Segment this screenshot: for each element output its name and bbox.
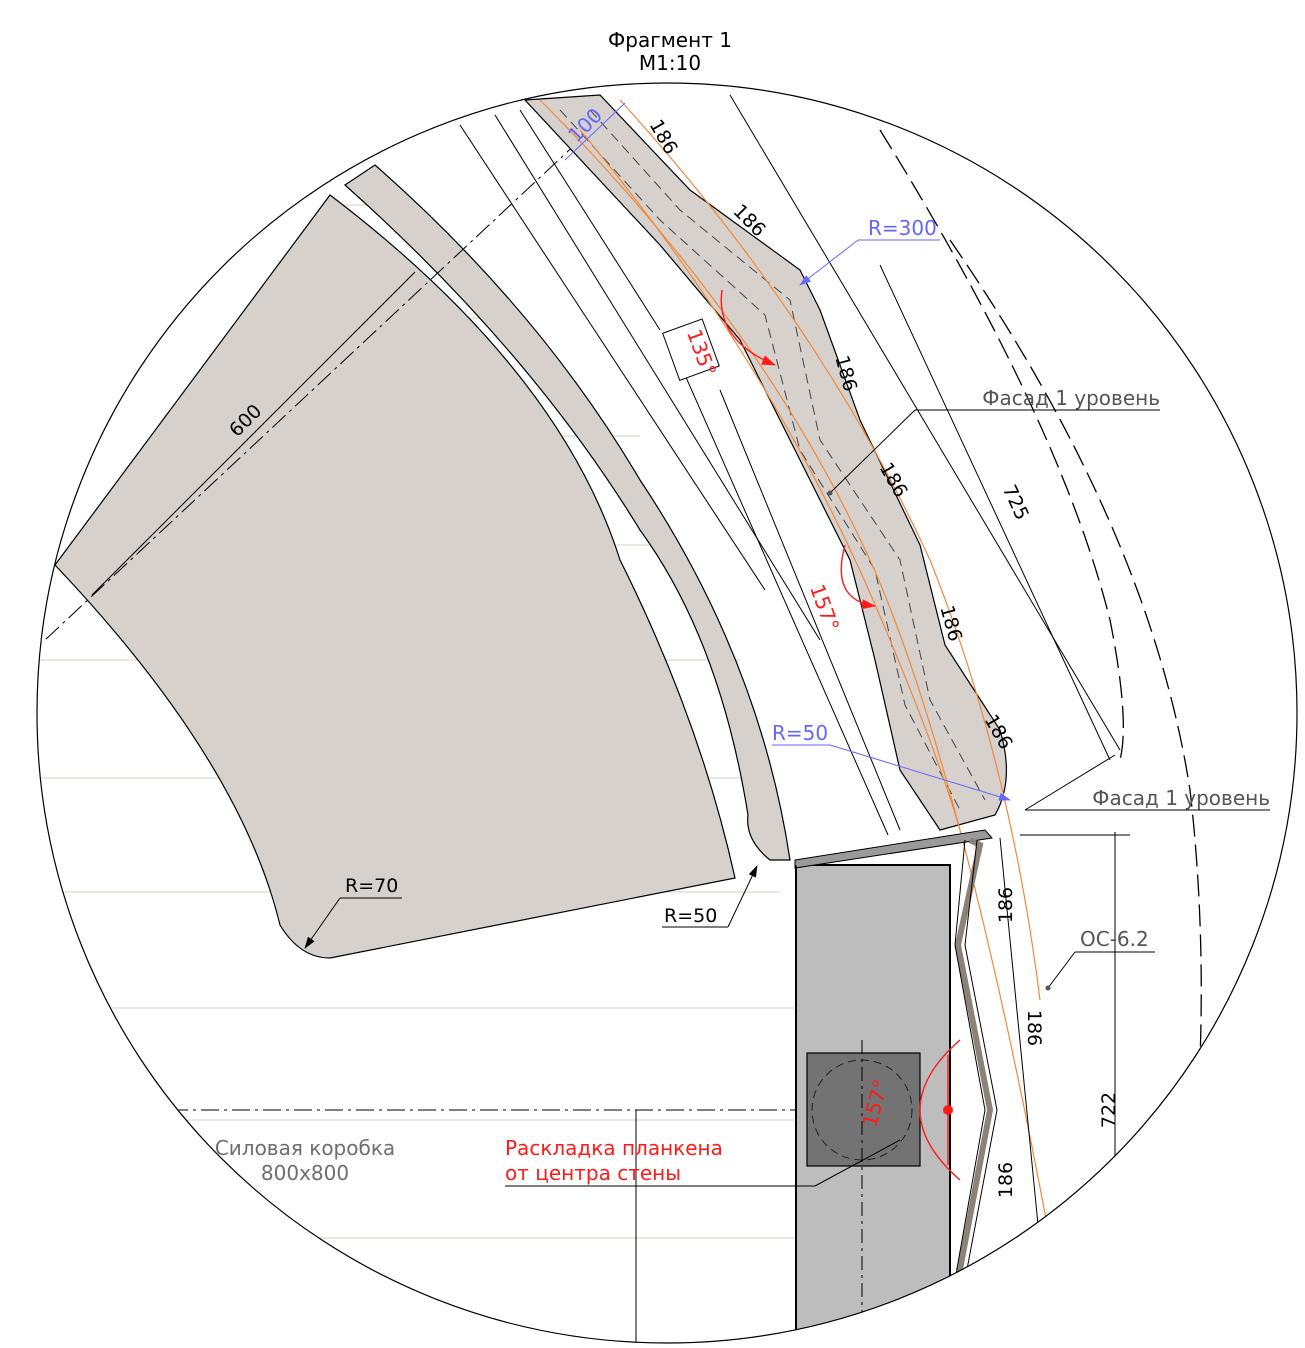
detail-view — [37, 94, 1202, 1343]
radius-50-black-label: R=50 — [664, 905, 717, 927]
angle-157-top-arc — [840, 544, 876, 610]
dim-186-h: 186 — [1023, 1010, 1045, 1046]
power-box-label-line1: Силовая коробка — [215, 1136, 395, 1160]
outer-dashed-line — [879, 129, 1124, 761]
radius-300-label: R=300 — [868, 216, 937, 240]
dim-600-line — [91, 271, 416, 596]
layout-note-line1: Раскладка планкена — [505, 1136, 723, 1160]
axis-line — [44, 139, 581, 641]
wall-segment — [54, 194, 736, 959]
oc-label: ОС-6.2 — [1080, 927, 1149, 951]
facade-planken-strip — [523, 94, 1007, 831]
facade-label-1: Фасад 1 уровень — [982, 386, 1160, 410]
curved-beam — [344, 164, 791, 861]
fragment-scale: М1:10 — [639, 51, 701, 75]
detail-circle — [36, 82, 1298, 1344]
dim-722: 722 — [1098, 1092, 1120, 1128]
dim-186-i: 186 — [995, 1162, 1017, 1198]
layout-note-line2: от центра стены — [505, 1161, 681, 1185]
dim-186-g: 186 — [995, 887, 1017, 923]
angle-135-arc — [720, 289, 776, 366]
orange-guide-2 — [619, 99, 1041, 1001]
orange-guide-1 — [539, 99, 1051, 1241]
fragment-title: Фрагмент 1 — [608, 28, 732, 52]
power-box — [806, 1052, 921, 1167]
outer-dashed-line-2 — [949, 239, 1202, 1061]
facade-label-2: Фасад 1 уровень — [1092, 786, 1270, 810]
angle-157-bottom-arc — [919, 1039, 961, 1181]
radius-50-blue-label: R=50 — [772, 721, 828, 745]
angle-157-top-label: 157° — [805, 581, 844, 634]
dim-725: 725 — [998, 481, 1033, 523]
orange-guide-3 — [579, 129, 961, 831]
radius-70-label: R=70 — [345, 875, 398, 897]
power-box-label-line2: 800х800 — [261, 1161, 349, 1185]
